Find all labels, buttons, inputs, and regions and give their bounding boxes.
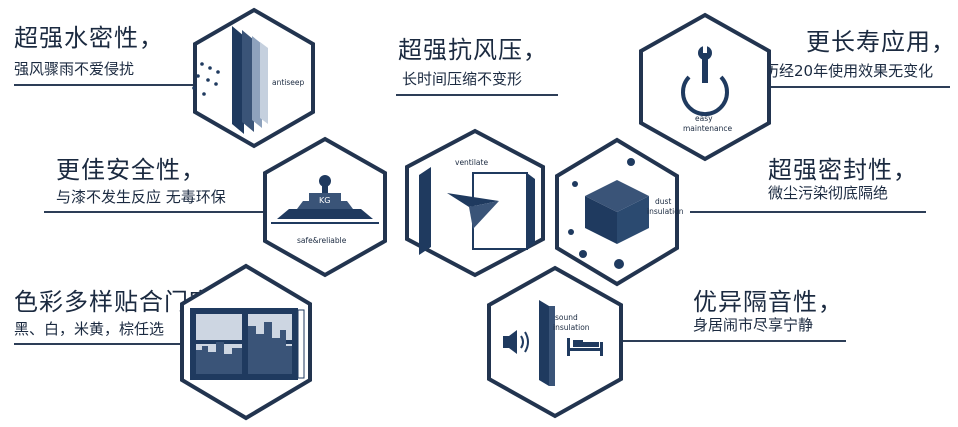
waterproof-rule xyxy=(14,84,226,86)
maintenance-label: maintenance xyxy=(683,124,733,133)
waterproof-subtitle: 强风骤雨不爱侵扰 xyxy=(14,60,135,78)
kg-label: KG xyxy=(319,196,330,205)
colors-rule xyxy=(14,343,204,345)
wind-rule xyxy=(396,94,558,96)
wind-title: 超强抗风压， xyxy=(398,36,548,64)
durable-title: 更长寿应用， xyxy=(806,28,956,56)
hex-sound: sound insulation xyxy=(487,265,623,419)
dust-label: dust xyxy=(655,197,671,206)
wind-subtitle: 长时间压缩不变形 xyxy=(402,70,523,88)
sound-insulation-label: insulation xyxy=(553,323,590,332)
cube-icon xyxy=(568,158,649,269)
colors-title: 色彩多样贴合门窗 xyxy=(14,288,214,316)
hex-seal: dust insulation xyxy=(555,137,684,287)
safety-title: 更佳安全性， xyxy=(56,156,206,184)
sound-bed-icon xyxy=(503,300,603,386)
sound-title: 优异隔音性， xyxy=(693,288,843,316)
waterproof-title: 超强水密性， xyxy=(14,24,164,52)
ventilate-label: ventilate xyxy=(455,158,488,167)
durable-subtitle: 历经20年使用效果无变化 xyxy=(764,62,934,80)
weight-icon xyxy=(271,175,379,224)
sound-rule xyxy=(620,340,846,342)
safe-reliable-label: safe&reliable xyxy=(297,236,347,245)
hex-durable: easy maintenance xyxy=(639,12,771,162)
antiseep-label: antiseep xyxy=(272,78,305,87)
sound-label: sound xyxy=(555,313,578,322)
safety-subtitle: 与漆不发生反应 无毒环保 xyxy=(56,188,226,206)
hex-safety: KG safe&reliable xyxy=(263,136,387,278)
paper-plane-icon xyxy=(419,167,535,255)
sound-subtitle: 身居闹市尽享宁静 xyxy=(693,316,814,334)
dust-insulation-label: insulation xyxy=(647,207,684,216)
colors-subtitle: 黑、白，米黄，棕任选 xyxy=(14,320,165,338)
seal-title: 超强密封性， xyxy=(768,156,918,184)
window-icon xyxy=(190,308,305,380)
seal-subtitle: 微尘污染彻底隔绝 xyxy=(768,184,889,202)
safety-rule xyxy=(44,211,268,213)
hex-colors xyxy=(180,263,312,421)
glass-pane-icon xyxy=(192,26,268,134)
hex-waterproof: antiseep xyxy=(192,7,315,149)
wrench-power-icon xyxy=(681,45,729,117)
hex-wind: ventilate xyxy=(405,128,545,278)
seal-rule xyxy=(690,211,926,213)
durable-rule xyxy=(760,86,950,88)
easy-label: easy xyxy=(695,114,713,123)
